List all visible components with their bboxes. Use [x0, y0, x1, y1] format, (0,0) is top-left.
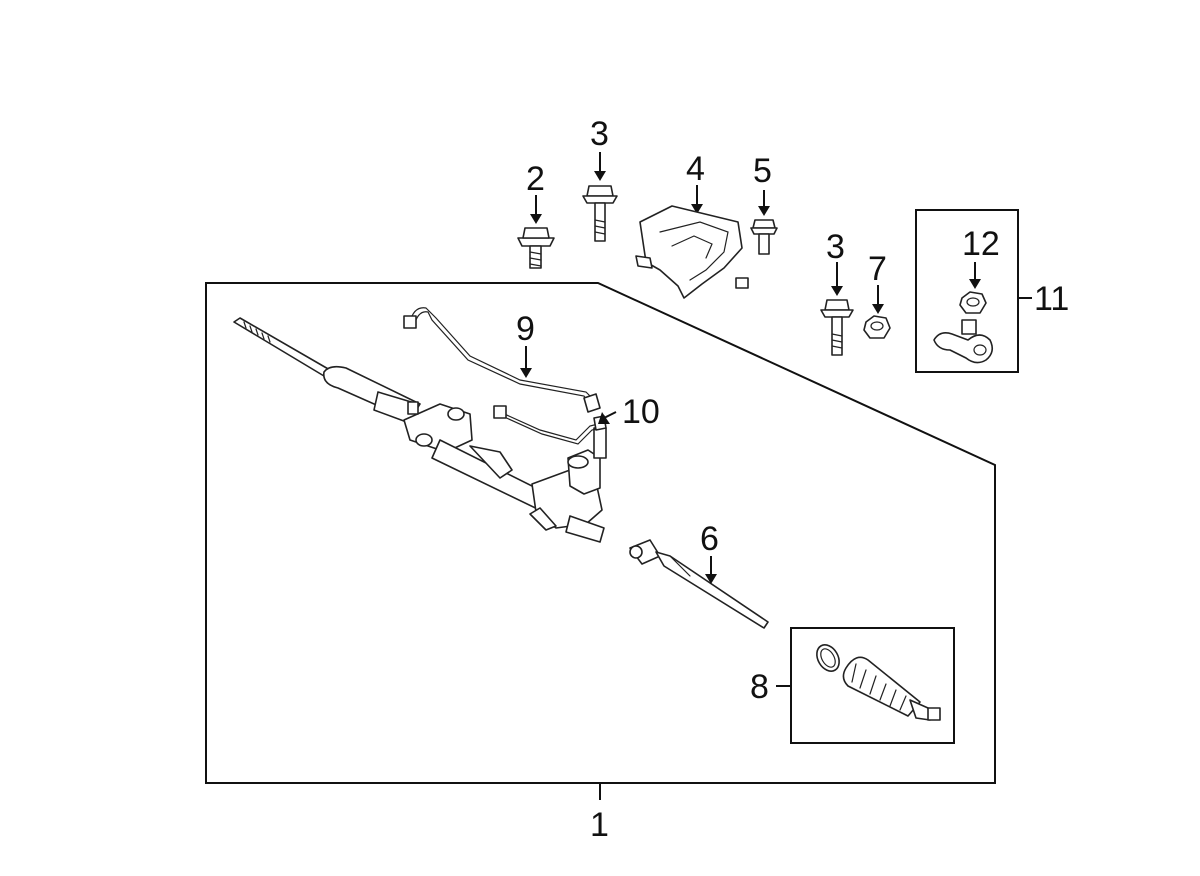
- bolt-part-5: [750, 190, 778, 255]
- callout-3-lower: 3: [826, 228, 845, 266]
- bolt-part-2: [517, 195, 555, 269]
- callout-3-upper: 3: [590, 115, 609, 153]
- bolt-part-3-lower: [820, 262, 854, 356]
- tie-rod-end-box: [915, 209, 1019, 373]
- callout-2: 2: [526, 160, 545, 198]
- bracket-part-4: [635, 185, 749, 299]
- inner-tie-rod-part-6: [629, 539, 769, 629]
- callout-1: 1: [590, 806, 609, 844]
- nut-part-12: [959, 262, 987, 314]
- callout-11: 11: [1034, 280, 1069, 318]
- boot-part-8: [816, 644, 941, 721]
- pressure-line-part-9: [403, 307, 601, 413]
- nut-part-7: [863, 285, 891, 339]
- callout-5: 5: [753, 152, 772, 190]
- bolt-part-3-upper: [582, 152, 618, 242]
- callout-12: 12: [962, 225, 1000, 263]
- steering-rack: [233, 317, 607, 543]
- callout-8: 8: [750, 668, 769, 706]
- callout-10: 10: [622, 393, 660, 431]
- return-line-part-10: [493, 405, 617, 445]
- callout-9: 9: [516, 310, 535, 348]
- callout-7: 7: [868, 250, 887, 288]
- tie-rod-end: [933, 319, 994, 364]
- callout-6: 6: [700, 520, 719, 558]
- rack-assembly-outline: [205, 282, 996, 784]
- callout-4: 4: [686, 150, 705, 188]
